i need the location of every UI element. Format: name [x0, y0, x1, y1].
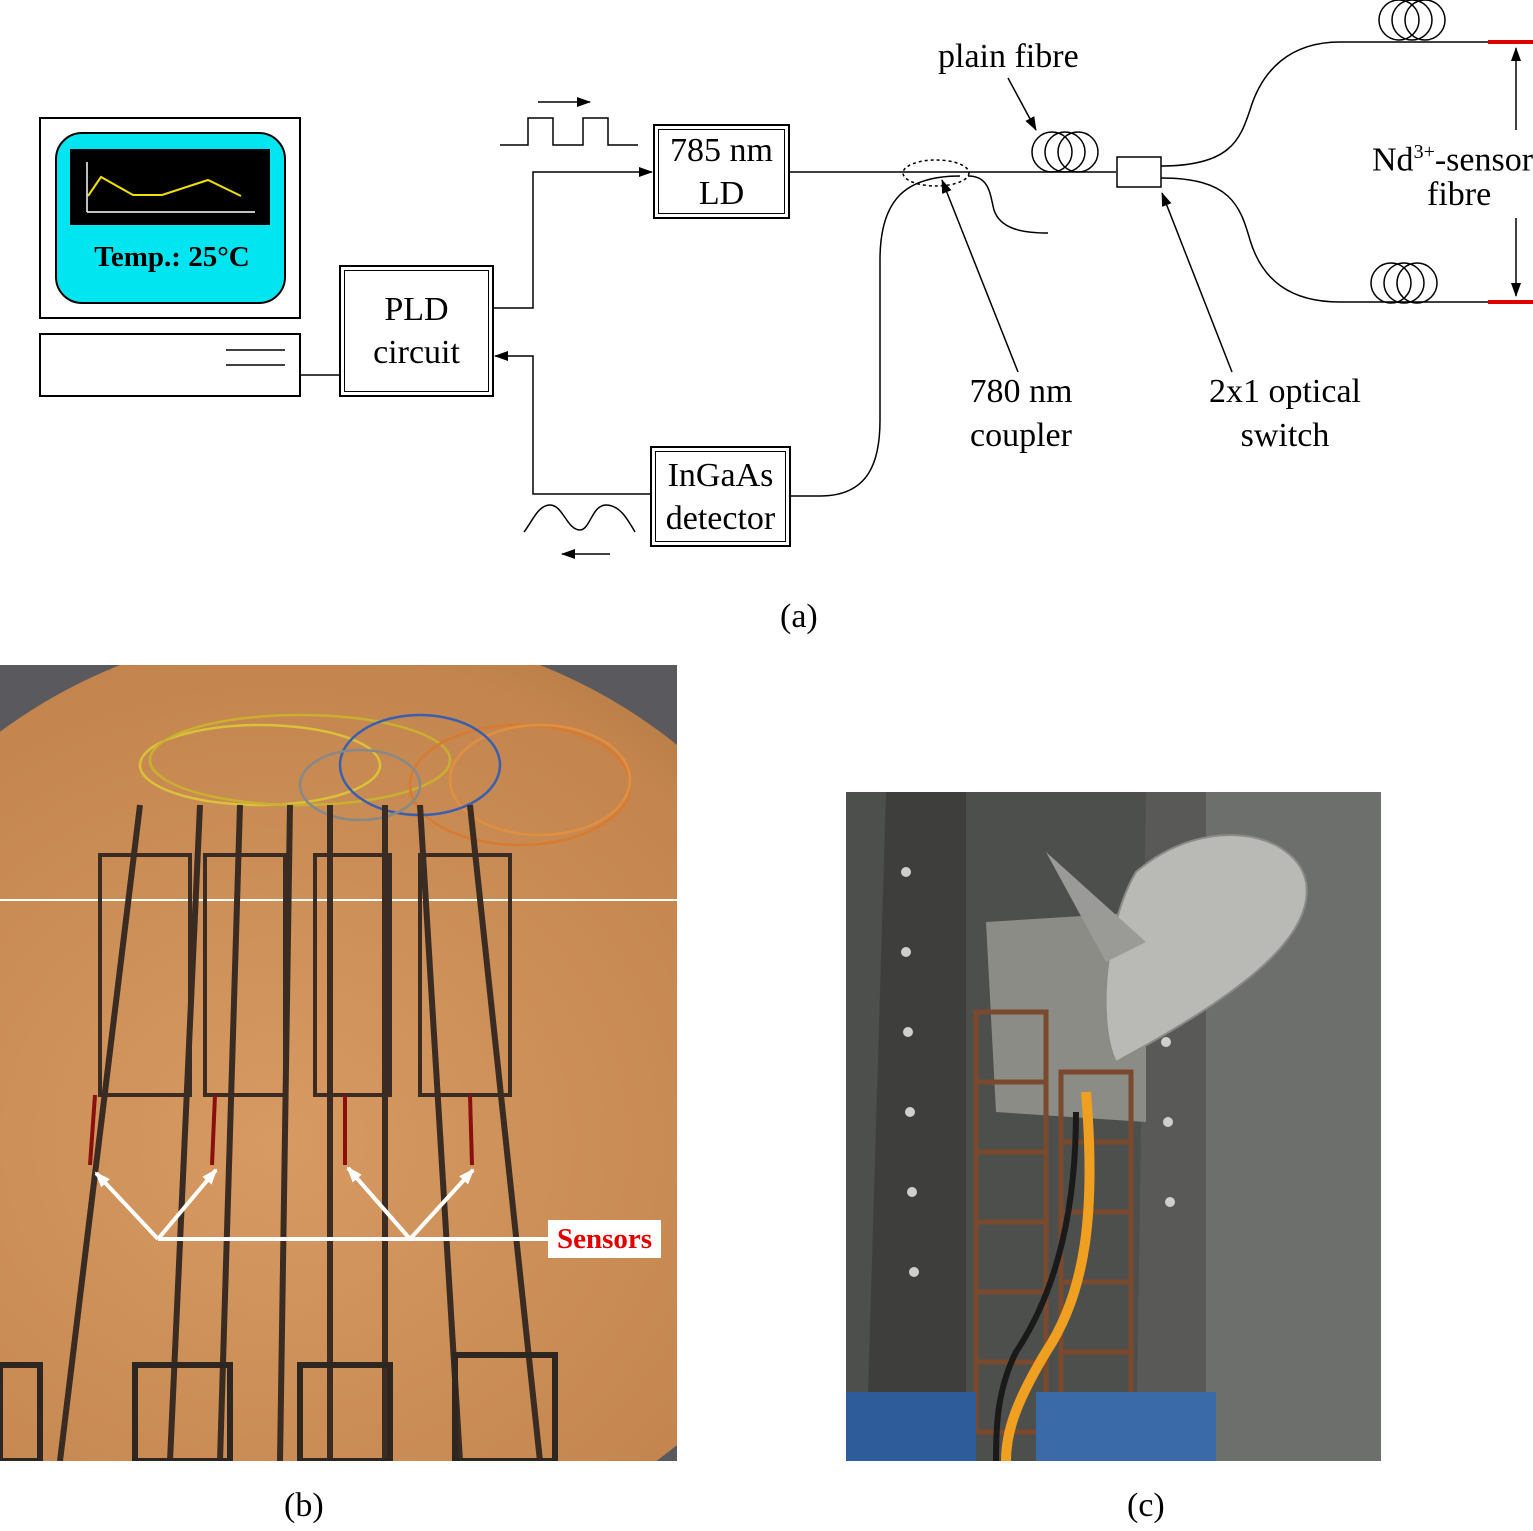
sensor-fibre-label: Nd3+-sensor	[1372, 141, 1533, 179]
pulse-train	[500, 117, 638, 146]
laser-diode-box: 785 nm LD	[653, 124, 790, 219]
detector-line2: detector	[665, 499, 776, 537]
decay-response	[523, 504, 636, 533]
sensors-callout-label: Sensors	[556, 1222, 653, 1255]
pld-line1: PLD	[384, 291, 449, 328]
upper-fibre-coil	[1378, 0, 1446, 41]
plain-fibre-coil	[1031, 131, 1099, 173]
ld-line2: LD	[698, 174, 745, 212]
plain-fibre-label: plain fibre	[938, 38, 1079, 75]
detector-line1: InGaAs	[667, 456, 774, 494]
screen-readout: Temp.: 25°C	[94, 241, 250, 273]
sensors-callout: Sensors	[548, 1220, 661, 1258]
optical-switch	[1116, 156, 1162, 188]
pld-line2: circuit	[373, 334, 460, 371]
detector-box: InGaAs detector	[650, 446, 791, 547]
caption-c: (c)	[1127, 1487, 1165, 1524]
photo-c-concrete-pour	[846, 792, 1381, 1461]
sensor-fibre-label-line2: fibre	[1427, 176, 1492, 213]
temperature-trace	[87, 175, 242, 197]
ld-line1: 785 nm	[670, 131, 773, 169]
screen-plot-area	[70, 149, 270, 225]
detector-fibre	[790, 175, 961, 497]
schematic-lines	[39, 0, 1533, 559]
pld-circuit-box: PLD circuit	[339, 265, 494, 397]
caption-a: (a)	[780, 598, 818, 635]
lower-fibre-coil	[1370, 262, 1438, 304]
photo-b-sensor-cages: Sensors	[0, 665, 677, 1461]
coupler-ellipse	[902, 159, 970, 187]
caption-b: (b)	[284, 1487, 324, 1524]
